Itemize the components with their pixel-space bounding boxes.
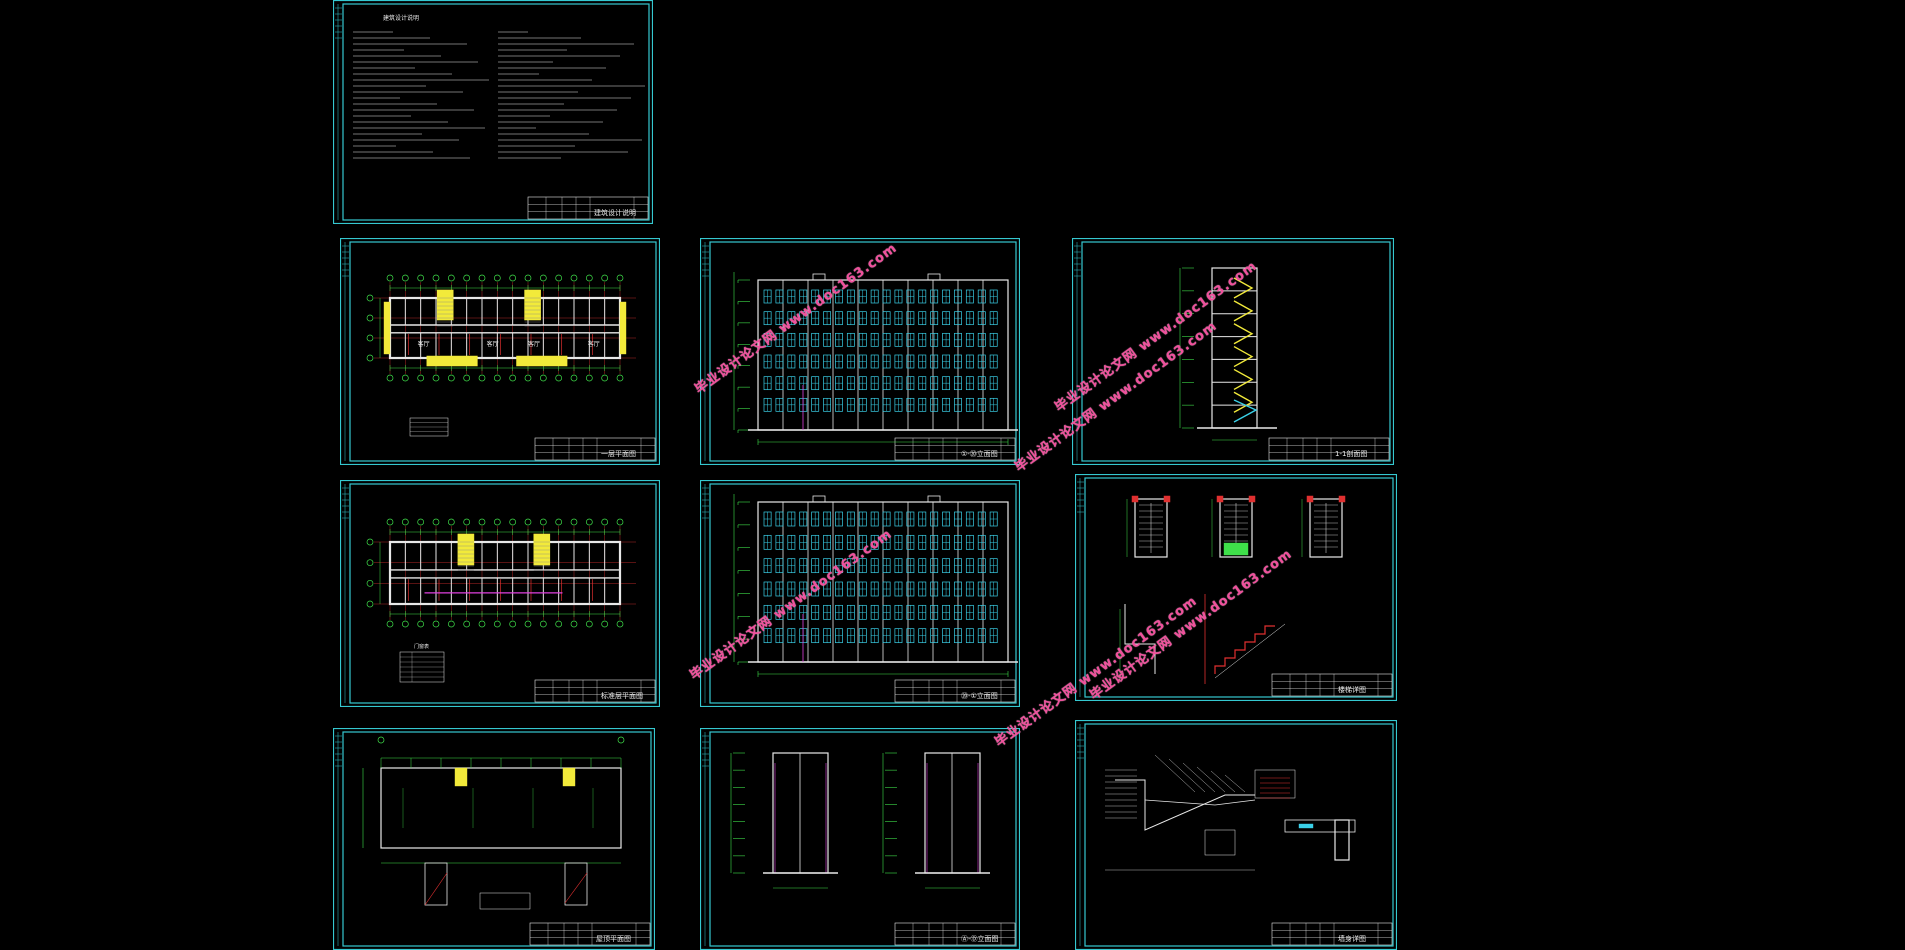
title-block: 楼梯详图 xyxy=(1271,673,1393,697)
sheet-design-notes[interactable]: 建筑设计说明建筑设计说明 xyxy=(333,0,653,224)
sheet-title: ⑳-①立面图 xyxy=(961,691,998,700)
sheet-roof-plan[interactable]: 屋顶平面图 xyxy=(333,728,655,950)
title-block: 1-1剖面图 xyxy=(1268,437,1390,461)
sheet-title: ①-⑳立面图 xyxy=(961,449,998,458)
sheet-title: 楼梯详图 xyxy=(1338,685,1366,694)
sheet-elev-2[interactable]: ⑳-①立面图 xyxy=(700,480,1020,707)
title-block: 墙身详图 xyxy=(1271,922,1393,946)
elevation-drawing xyxy=(733,272,1018,445)
sheet-elev-1[interactable]: ①-⑳立面图 xyxy=(700,238,1020,465)
side-elevation-drawing xyxy=(730,752,990,889)
elevation-drawing xyxy=(733,494,1018,677)
section-drawing xyxy=(1179,267,1277,441)
room-label: 客厅 xyxy=(528,340,540,348)
sheet-plan-std[interactable]: 标准层平面图 门窗表 xyxy=(340,480,660,707)
title-block: ①-⑳立面图 xyxy=(894,437,1016,461)
sheet-side-elev[interactable]: Ⓐ-Ⓓ立面图 xyxy=(700,728,1020,950)
table-title: 门窗表 xyxy=(414,643,429,650)
notes-heading: 建筑设计说明 xyxy=(383,14,419,22)
floor-plan: 客厅 客厅 客厅 客厅 xyxy=(366,274,636,382)
notes-text: 建筑设计说明 xyxy=(353,14,645,159)
sheet-plan-1[interactable]: 一层平面图 客厅 客厅 客厅 客厅 xyxy=(340,238,660,465)
sheet-title: 墙身详图 xyxy=(1338,934,1366,943)
sheet-title: 屋顶平面图 xyxy=(596,935,631,943)
sheet-section[interactable]: 1-1剖面图 xyxy=(1072,238,1394,465)
sheet-title: 标准层平面图 xyxy=(601,691,643,700)
room-label: 客厅 xyxy=(487,340,499,348)
title-block: 建筑设计说明 xyxy=(527,196,649,220)
title-block: ⑳-①立面图 xyxy=(894,679,1016,703)
roof-plan-drawing xyxy=(362,736,625,910)
sheet-title: Ⓐ-Ⓓ立面图 xyxy=(961,934,999,943)
title-block: 屋顶平面图 xyxy=(529,922,651,946)
floor-plan xyxy=(366,518,636,628)
sheet-title: 一层平面图 xyxy=(601,450,636,458)
stair-detail-drawing xyxy=(1119,495,1346,684)
sheet-wall-detail[interactable]: 墙身详图 xyxy=(1075,720,1397,950)
sheet-title: 建筑设计说明 xyxy=(594,208,636,217)
wall-detail-drawing xyxy=(1105,754,1356,871)
window-schedule-table: 门窗表 xyxy=(399,643,445,683)
title-block: Ⓐ-Ⓓ立面图 xyxy=(894,922,1016,946)
sheet-stair-detail[interactable]: 楼梯详图 xyxy=(1075,474,1397,701)
sheet-title: 1-1剖面图 xyxy=(1335,449,1367,458)
title-block: 标准层平面图 xyxy=(534,679,656,703)
room-label: 客厅 xyxy=(588,340,600,348)
room-label: 客厅 xyxy=(418,340,430,348)
title-block: 一层平面图 xyxy=(534,437,656,461)
